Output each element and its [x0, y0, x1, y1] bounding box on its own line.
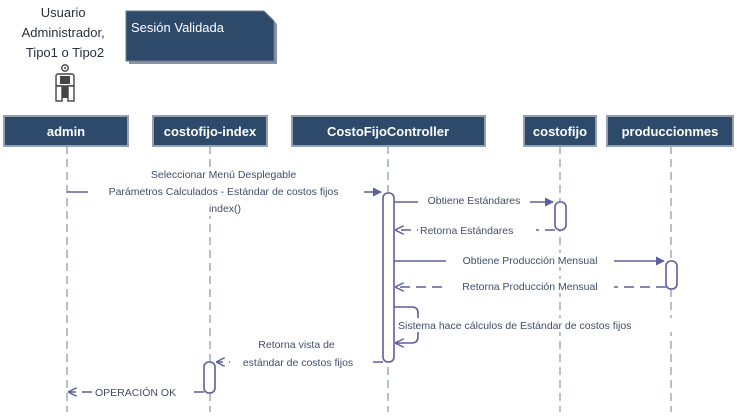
- participant-costofijo-index[interactable]: costofijo-index: [152, 115, 268, 147]
- session-note-text: Sesión Validada: [131, 20, 225, 35]
- message-operacion-ok-label: OPERACIÓN OK: [95, 386, 176, 399]
- message-retorna-vista: Retorna vista de estándar de costos fijo…: [217, 338, 383, 370]
- activation-costofijocontroller: [382, 192, 395, 363]
- message-retorna-produccion-label: Retorna Producción Mensual: [462, 281, 597, 293]
- message-index-line-2: Parámetros Calculados - Estándar de cost…: [109, 186, 339, 198]
- message-operacion-ok: OPERACIÓN OK: [69, 385, 204, 399]
- participant-costofijocontroller[interactable]: CostoFijoController: [291, 115, 486, 147]
- message-retorna-estandares-label: Retorna Estándares: [420, 225, 513, 237]
- actor-label-line-3: Tipo1 o Tipo2: [26, 45, 104, 60]
- message-retorna-vista-line-2: estándar de costos fijos: [243, 357, 353, 369]
- message-retorna-vista-label: Retorna vista de estándar de costos fijo…: [243, 339, 353, 369]
- actor-figure-icon: [55, 64, 75, 102]
- message-retorna-vista-line-1: Retorna vista de: [258, 339, 335, 351]
- participant-produccionmes-label: produccionmes: [622, 124, 719, 139]
- message-sistema-calculos-label: Sistema hace cálculos de Estándar de cos…: [398, 320, 631, 332]
- message-index-line-3: index(): [209, 203, 241, 215]
- participant-costofijo-label: costofijo: [533, 124, 587, 139]
- participant-admin-label: admin: [47, 124, 85, 139]
- actor-label: Usuario Administrador, Tipo1 o Tipo2: [22, 5, 109, 60]
- participant-produccionmes[interactable]: produccionmes: [606, 115, 734, 147]
- message-index: Seleccionar Menú Desplegable Parámetros …: [67, 168, 382, 216]
- participant-costofijo[interactable]: costofijo: [523, 115, 597, 147]
- message-obtiene-estandares-label: Obtiene Estándares: [428, 195, 521, 207]
- actor-label-line-2: Administrador,: [22, 25, 105, 40]
- session-note: Sesión Validada: [125, 10, 277, 64]
- message-index-line-1: Seleccionar Menú Desplegable: [151, 169, 296, 181]
- activation-costofijo-index: [203, 361, 216, 394]
- message-index-label: Seleccionar Menú Desplegable Parámetros …: [109, 169, 342, 215]
- participant-costofijocontroller-label: CostoFijoController: [327, 124, 449, 139]
- activation-costofijo: [554, 201, 567, 231]
- message-obtiene-estandares: Obtiene Estándares: [394, 193, 554, 207]
- message-retorna-produccion: Retorna Producción Mensual: [396, 279, 666, 293]
- message-obtiene-produccion: Obtiene Producción Mensual: [394, 253, 665, 267]
- message-obtiene-produccion-label: Obtiene Producción Mensual: [463, 255, 598, 267]
- activation-produccionmes: [665, 260, 678, 290]
- actor-label-line-1: Usuario: [41, 5, 86, 20]
- participant-costofijo-index-label: costofijo-index: [164, 124, 257, 139]
- participant-admin[interactable]: admin: [3, 115, 129, 147]
- message-retorna-estandares: Retorna Estándares: [396, 223, 555, 237]
- message-sistema-calculos: Sistema hace cálculos de Estándar de cos…: [394, 306, 705, 343]
